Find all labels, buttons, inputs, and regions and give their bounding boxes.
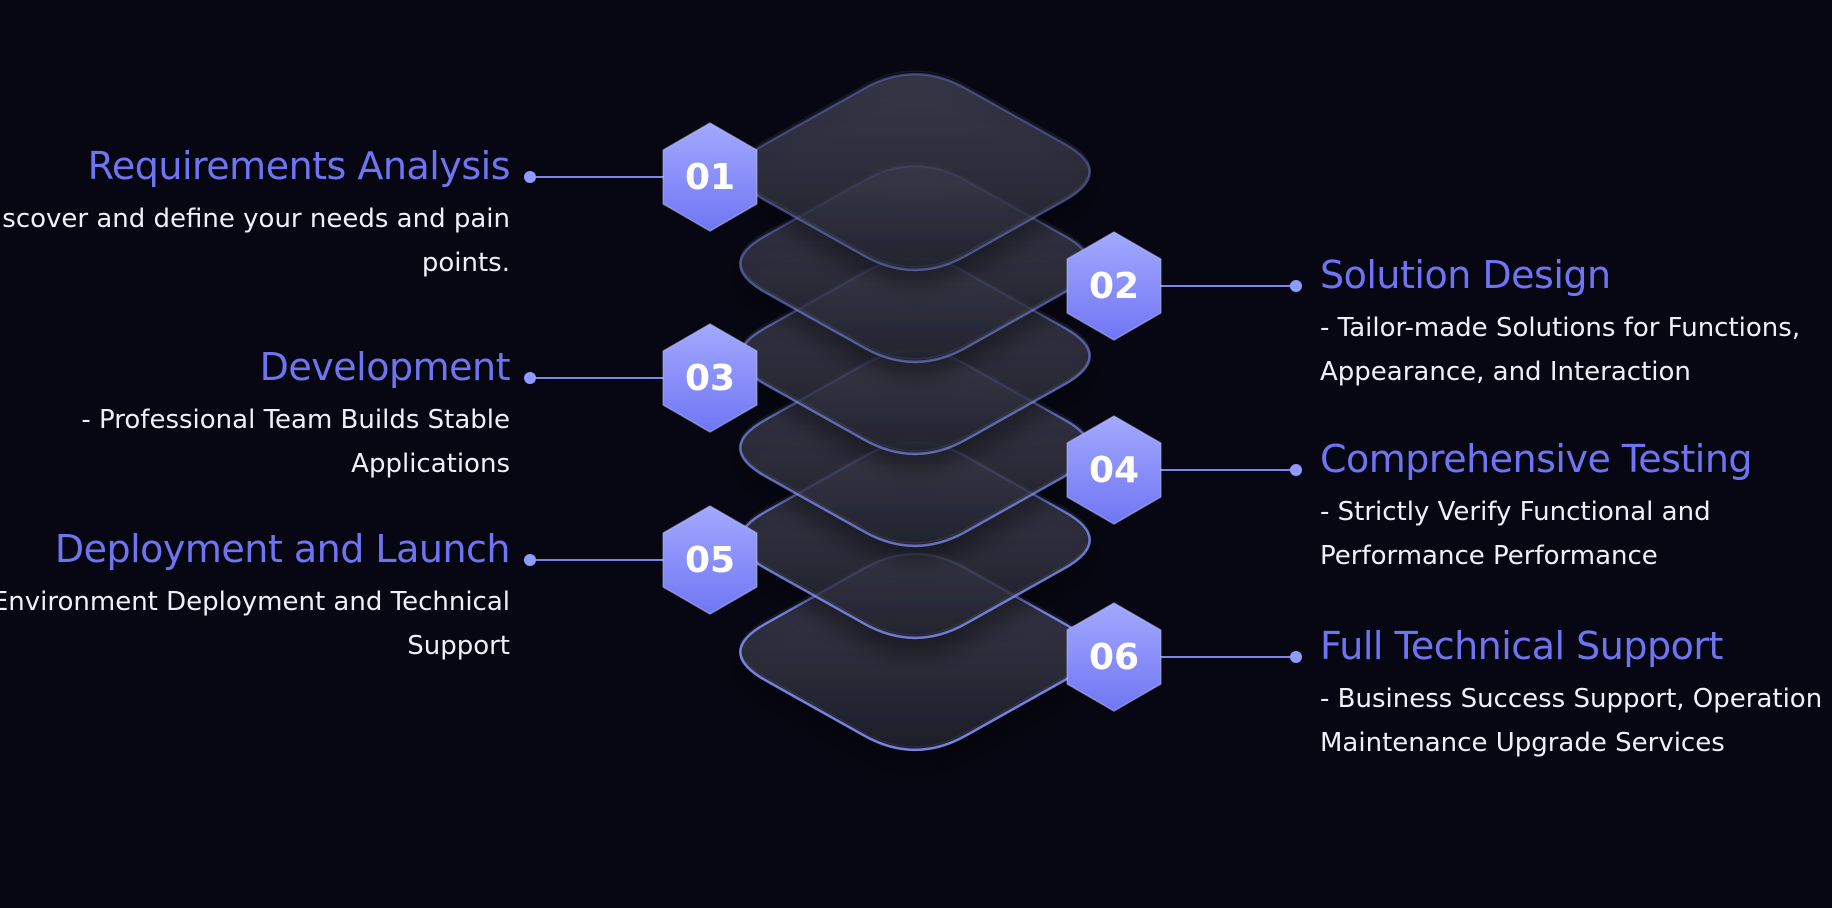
step-badge-06: 06 — [1066, 602, 1162, 712]
step-badge-05: 05 — [662, 505, 758, 615]
step-description: - Discover and define your needs and pai… — [0, 204, 510, 278]
step-badge-01: 01 — [662, 122, 758, 232]
step-badge-02: 02 — [1066, 231, 1162, 341]
connector-dot-04 — [1290, 464, 1302, 476]
step-badge-03: 03 — [662, 323, 758, 433]
step-title: Requirements Analysis — [87, 144, 511, 188]
step-text-03: Development - Professional Team Builds St… — [0, 344, 510, 486]
connector-dot-03 — [524, 372, 536, 384]
step-title: Comprehensive Testing — [1320, 437, 1753, 481]
connector-dot-05 — [524, 554, 536, 566]
step-number: 04 — [1089, 450, 1139, 491]
step-title: Deployment and Launch — [54, 527, 511, 571]
step-number: 06 — [1089, 637, 1139, 678]
step-title: Solution Design — [1320, 253, 1611, 297]
step-text-06: Full Technical Support - Business Success… — [1320, 623, 1832, 765]
connector-dot-06 — [1290, 651, 1302, 663]
step-description: - Professional Team Builds Stable Applic… — [81, 405, 510, 479]
step-number: 05 — [685, 540, 735, 581]
step-description: - Business Success Support, Operation an… — [1320, 684, 1832, 758]
connector-dot-01 — [524, 171, 536, 183]
step-text-05: Deployment and Launch - Environment Deplo… — [0, 526, 511, 668]
step-badge-04: 04 — [1066, 415, 1162, 525]
step-description: - Environment Deployment and Technical S… — [0, 587, 510, 661]
step-number: 03 — [685, 358, 735, 399]
step-text-02: Solution Design - Tailor-made Solutions f… — [1320, 252, 1832, 394]
step-number: 02 — [1089, 266, 1139, 307]
step-title: Development — [259, 345, 511, 389]
step-description: - Tailor-made Solutions for Functions, A… — [1320, 313, 1801, 387]
step-description: - Strictly Verify Functional and Perform… — [1320, 497, 1711, 571]
step-text-01: Requirements Analysis - Discover and defi… — [0, 143, 511, 285]
step-text-04: Comprehensive Testing - Strictly Verify F… — [1320, 436, 1832, 578]
step-title: Full Technical Support — [1320, 624, 1723, 668]
connector-dot-02 — [1290, 280, 1302, 292]
step-number: 01 — [685, 157, 735, 198]
